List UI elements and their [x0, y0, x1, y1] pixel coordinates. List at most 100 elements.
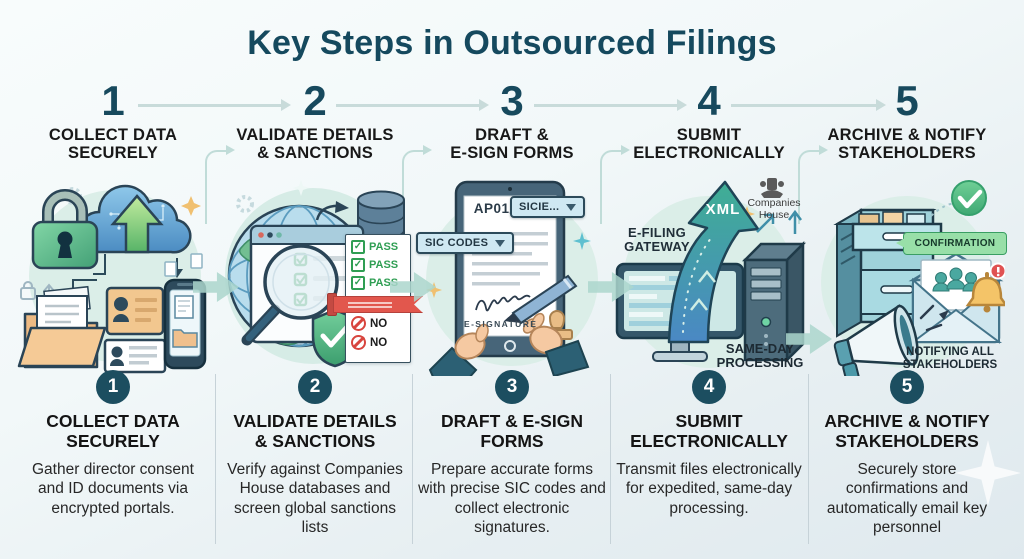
chevron-down-icon [495, 239, 506, 247]
small-up-arrows-icon [756, 209, 802, 234]
sanctions-check-panel: PASS PASS PASS NO NO [327, 234, 423, 363]
step5-summary: 5 ARCHIVE & NOTIFY STAKEHOLDERS Securely… [809, 370, 1005, 537]
step4-top-header: 4 SUBMIT ELECTRONICALLY [611, 80, 807, 163]
esignature-label: E-SIGNATURE [464, 319, 538, 329]
sparkle-icon [573, 232, 591, 250]
xml-upload-arrow-icon [667, 180, 760, 344]
elbow-connector-icon [205, 145, 235, 224]
dropdown-sic-label: SIC CODES [425, 237, 489, 249]
illustration-validate: PASS PASS PASS NO NO [217, 170, 423, 376]
right-hand [522, 312, 590, 376]
confirmation-label: CONFIRMATION [914, 238, 996, 249]
checkbox-check-icon [351, 258, 365, 272]
folder-with-documents-icon [17, 285, 107, 369]
no-label: NO [370, 317, 388, 330]
server-tower-icon [741, 240, 807, 364]
notification-bell-icon [965, 262, 1005, 313]
sound-burst-icon [939, 310, 949, 320]
elbow-connector-icon [798, 145, 828, 224]
step2-top-label: VALIDATE DETAILS & SANCTIONS [236, 126, 394, 163]
step1-top-label: COLLECT DATA SECURELY [48, 126, 178, 163]
step3-circle-badge: 3 [495, 370, 529, 404]
smartphone-icon [163, 278, 207, 370]
illustration-archive-notify: CONFIRMATION NOTIFYING ALL STAKEHOLDERS [809, 170, 1007, 376]
step1-summary: 1 COLLECT DATA SECURELY Gather director … [15, 370, 211, 518]
pass-row: PASS [346, 238, 410, 256]
gear-icon [236, 195, 254, 213]
step3-top-header: 3 DRAFT & E-SIGN FORMS [414, 80, 610, 163]
sound-lines-icon [919, 304, 943, 332]
step2-heading: VALIDATE DETAILS & SANCTIONS [233, 411, 397, 452]
step2-circle-badge: 2 [298, 370, 332, 404]
step1-heading: COLLECT DATA SECURELY [46, 411, 180, 452]
illustration-submit: E-FILING GATEWAY XML Companies House SAM… [611, 170, 807, 376]
id-folder-icon [105, 286, 165, 336]
step2-description: Verify against Companies House databases… [227, 461, 403, 536]
xml-label: XML [705, 201, 741, 218]
step2-summary: 2 VALIDATE DETAILS & SANCTIONS Verify ag… [217, 370, 413, 537]
cloud-upload-icon [77, 184, 192, 254]
step4-top-label: SUBMIT ELECTRONICALLY [633, 126, 785, 163]
companies-house-label: Companies House [747, 197, 801, 221]
column-divider [610, 374, 611, 544]
arrow-4-5-icon [731, 99, 886, 110]
step3-heading: DRAFT & E-SIGN FORMS [441, 411, 583, 452]
arrow-3-4-icon [534, 99, 687, 110]
pen-icon [504, 274, 578, 325]
step5-number: 5 [895, 77, 919, 124]
step1-circle-badge: 1 [96, 370, 130, 404]
step3-number: 3 [500, 77, 524, 124]
step4-summary: 4 SUBMIT ELECTRONICALLY Transmit files e… [611, 370, 807, 518]
chevron-down-icon [566, 203, 577, 211]
id-card-icon [103, 338, 167, 374]
pass-label: PASS [369, 259, 399, 271]
step4-description: Transmit files electronically for expedi… [616, 461, 802, 517]
checkbox-check-icon [351, 276, 365, 290]
megaphone-icon [833, 304, 919, 376]
signature-scribble [475, 294, 531, 312]
no-row: NO [346, 333, 410, 352]
magnifier-icon [241, 244, 339, 346]
pass-label: PASS [369, 241, 399, 253]
no-label: NO [370, 336, 388, 349]
sparkle-icon [426, 282, 442, 298]
padlock-icon [31, 189, 99, 270]
illustration-collect-data [15, 170, 211, 376]
step1-top-header: 1 COLLECT DATA SECURELY [15, 80, 211, 163]
step1-description: Gather director consent and ID documents… [32, 461, 194, 517]
step3-summary: 3 DRAFT & E-SIGN FORMS Prepare accurate … [414, 370, 610, 537]
prohibited-icon [351, 335, 366, 350]
elbow-connector-icon [600, 145, 630, 224]
step5-circle-badge: 5 [890, 370, 924, 404]
step1-number: 1 [101, 77, 125, 124]
notifying-label: NOTIFYING ALL STAKEHOLDERS [902, 346, 998, 371]
confirmation-bubble: CONFIRMATION [896, 232, 1007, 255]
pass-row: PASS [346, 256, 410, 274]
dropdown-sicie[interactable]: SICIE... [510, 196, 586, 218]
column-divider [808, 374, 809, 544]
curved-arrowhead-icon [335, 201, 349, 213]
step2-top-header: 2 VALIDATE DETAILS & SANCTIONS [217, 80, 413, 163]
ribbon-icon [333, 296, 423, 313]
no-row: NO [346, 314, 410, 333]
same-day-label: SAME-DAY PROCESSING [716, 341, 804, 371]
step4-circle-badge: 4 [692, 370, 726, 404]
step5-top-label: ARCHIVE & NOTIFY STAKEHOLDERS [827, 126, 987, 163]
step4-heading: SUBMIT ELECTRONICALLY [630, 411, 788, 452]
dropdown-sic-codes[interactable]: SIC CODES [416, 232, 515, 254]
tablet-icon [454, 180, 566, 358]
step4-number: 4 [697, 77, 721, 124]
sparkle-icon [181, 196, 201, 216]
dropdown-sicie-label: SICIE... [519, 201, 560, 213]
step2-number: 2 [303, 77, 327, 124]
step3-top-label: DRAFT & E-SIGN FORMS [450, 126, 574, 163]
crest-icon [760, 178, 784, 198]
page-title: Key Steps in Outsourced Filings [247, 24, 777, 62]
column-divider [215, 374, 216, 544]
checkbox-check-icon [351, 240, 365, 254]
column-divider [412, 374, 413, 544]
arrow-1-2-icon [138, 99, 291, 110]
floating-doc-icons [164, 253, 203, 277]
check-circle-icon [951, 180, 987, 216]
